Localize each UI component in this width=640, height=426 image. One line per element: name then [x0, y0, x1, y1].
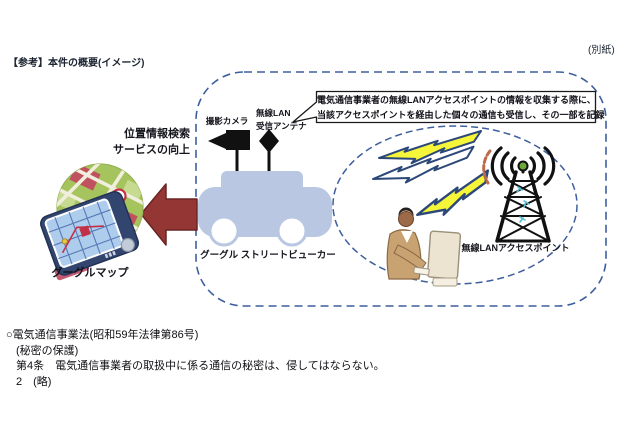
person-head: [398, 211, 414, 227]
attachment-note: (別紙): [588, 45, 615, 56]
left-arrow-icon: [140, 183, 198, 246]
computer-monitor: [426, 230, 462, 280]
lightning-bolt-icon: [378, 130, 483, 165]
person-shirt: [401, 231, 413, 243]
tower-speckles: [516, 186, 530, 223]
antenna-label: 無線LAN 受信アンテナ: [256, 107, 307, 133]
tower-bars: [503, 180, 543, 217]
radio-tower-icon: [482, 146, 556, 243]
phone-map: [48, 201, 121, 265]
lightning-bolts: [372, 130, 497, 223]
smartphone-icon: [40, 191, 140, 281]
page-title: 【参考】本件の概要(イメージ): [8, 58, 145, 69]
phone-speaker: [108, 252, 113, 257]
antenna-head: [259, 129, 279, 153]
callout-box: [292, 90, 597, 124]
phone-building: [79, 225, 91, 238]
benefit-line1: 位置情報検索: [124, 128, 190, 140]
radio-wave-left: [490, 146, 517, 186]
callout-text: 電気通信事業者の無線LANアクセスポイントの情報を収集する際に、 当該アクセスポ…: [317, 93, 605, 122]
keyboard: [413, 266, 430, 276]
radio-wave-orange: [482, 149, 492, 185]
law-line3: 第4条 電気通信事業者の取扱中に係る通信の秘密は、侵してはならない。: [16, 360, 385, 372]
person-hair: [398, 207, 414, 218]
phone-speaker: [104, 253, 109, 259]
benefit-label: 位置情報検索 サービスの向上: [88, 126, 190, 158]
antenna-label-line2: 受信アンテナ: [256, 121, 307, 131]
tower-beacon: [517, 160, 529, 172]
tower-braces: [498, 180, 548, 241]
lightning-bolt-icon: [411, 171, 497, 223]
camera-lens: [208, 133, 226, 149]
car-wheel: [208, 215, 240, 247]
lightning-bolt-icon: [372, 145, 475, 184]
google-map-label: グーグルマップ: [51, 267, 129, 279]
phone-button: [120, 237, 135, 253]
computer-base: [432, 277, 458, 287]
access-point-label: 無線LANアクセスポイント: [461, 243, 570, 253]
antenna-label-line1: 無線LAN: [256, 108, 291, 118]
diagram-dashed-border: [195, 71, 607, 307]
phone-speaker: [112, 250, 116, 256]
law-line1: ○電気通信事業法(昭和59年法律第86号): [6, 329, 199, 341]
law-line4: 2 (略): [16, 375, 52, 388]
radio-wave-right: [529, 146, 556, 186]
map-block: [57, 189, 78, 211]
callout-line1: 電気通信事業者の無線LANアクセスポイントの情報を収集する際に、: [317, 95, 596, 105]
person-at-computer-icon: [386, 207, 462, 287]
law-line2: (秘密の保護): [16, 344, 79, 357]
law-text: ○電気通信事業法(昭和59年法律第86号) (秘密の保護) 第4条 電気通信事業…: [6, 328, 385, 390]
callout-line2: 当該アクセスポイントを経由した個々の通信も受信し、その一部を記録: [317, 109, 605, 120]
car-wheel: [276, 215, 308, 247]
phone-marker: [61, 238, 68, 245]
camera-body: [226, 130, 250, 150]
benefit-line2: サービスの向上: [113, 144, 190, 156]
streetview-car-label: グーグル ストリートビューカー: [200, 250, 336, 261]
streetview-car-icon: [198, 171, 332, 247]
camera-label: 撮影カメラ: [205, 116, 249, 126]
phone-route: [61, 225, 104, 254]
